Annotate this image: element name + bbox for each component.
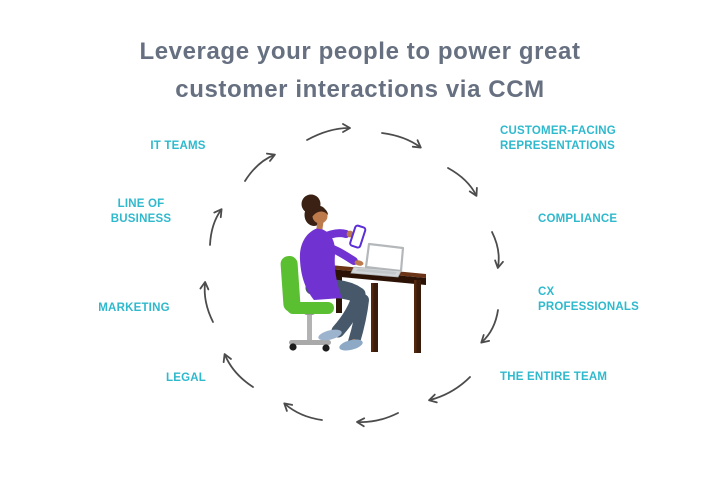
flow-arrow — [244, 152, 276, 182]
flow-arrow — [356, 412, 399, 428]
label-legal: LEGAL — [166, 372, 206, 384]
phone — [349, 224, 367, 249]
flow-arrow — [491, 231, 504, 269]
flow-arrow — [381, 132, 422, 149]
page-title: Leverage your people to power great cust… — [0, 33, 720, 109]
label-line-of-business: LINE OF BUSINESS — [110, 198, 172, 225]
person-at-desk-illustration — [280, 194, 426, 353]
shoe — [318, 329, 342, 341]
flow-arrow — [447, 167, 478, 197]
flow-arrow — [306, 123, 351, 141]
laptop — [350, 242, 405, 278]
flow-arrow — [283, 402, 323, 421]
label-cx-professionals: CX PROFESSIONALS — [538, 286, 640, 313]
label-the-entire-team: THE ENTIRE TEAM — [500, 371, 608, 383]
label-customer-facing-representations: CUSTOMER-FACING REPRESENTATIONS — [500, 125, 616, 152]
label-marketing: MARKETING — [98, 302, 170, 314]
flow-arrow — [428, 376, 471, 404]
flow-arrow — [480, 309, 499, 344]
desk — [330, 265, 426, 353]
flow-arrow — [209, 208, 223, 246]
flow-arrow — [222, 353, 254, 388]
head — [301, 194, 328, 230]
shoe — [339, 339, 363, 351]
page-title-line1: Leverage your people to power great — [139, 38, 581, 65]
page-title-line2: customer interactions via CCM — [175, 76, 545, 103]
office-chair — [280, 255, 334, 352]
label-it-teams: IT TEAMS — [150, 140, 206, 152]
flow-arrow — [199, 281, 214, 323]
woman — [299, 194, 369, 351]
label-compliance: COMPLIANCE — [538, 213, 618, 225]
